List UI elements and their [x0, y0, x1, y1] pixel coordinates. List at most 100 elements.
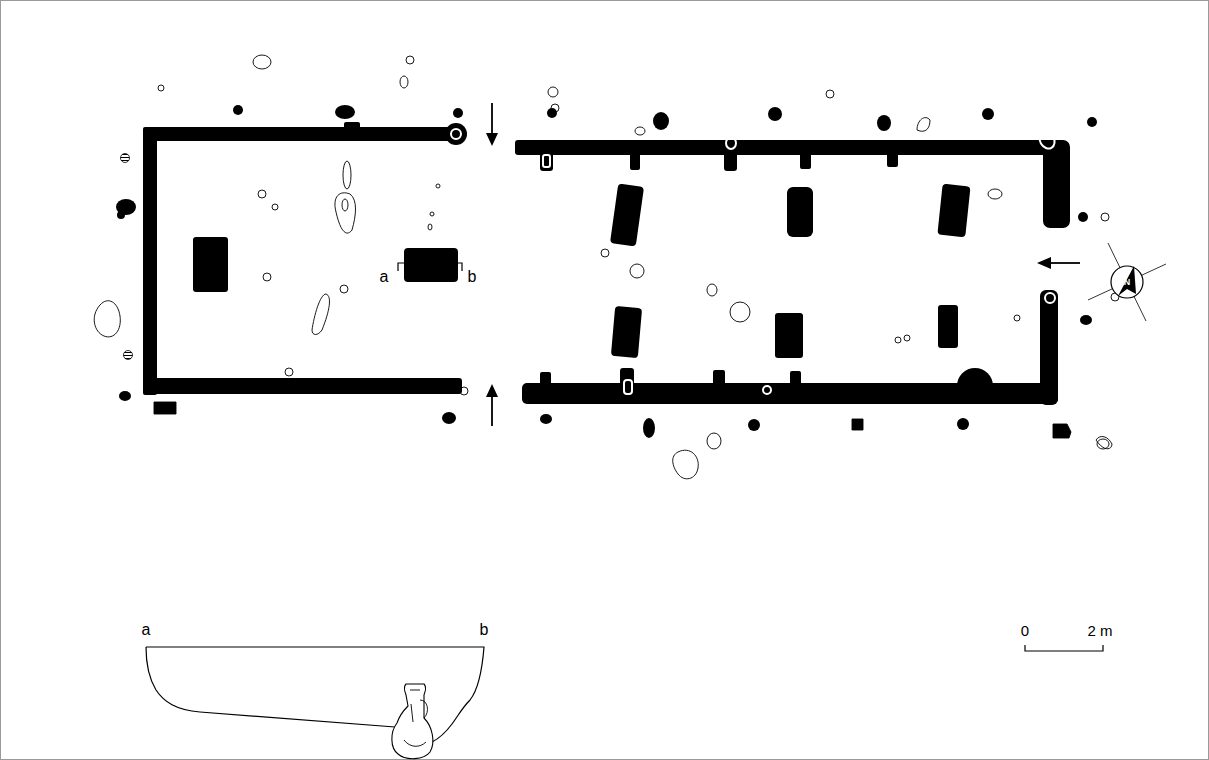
entrance-arrow — [491, 394, 493, 426]
pit — [406, 56, 414, 64]
entrance-arrow — [1037, 257, 1051, 269]
north-label: N — [1124, 278, 1131, 287]
wall-stub — [800, 150, 811, 169]
post-hole — [442, 412, 456, 424]
wall-trench — [148, 378, 462, 394]
pit — [400, 76, 408, 88]
wall-stub — [713, 370, 725, 388]
post-hole — [726, 137, 736, 149]
pit — [826, 90, 834, 98]
entrance-arrow — [486, 384, 498, 397]
section-profile — [146, 647, 484, 742]
post-hole — [982, 108, 994, 120]
entrance-arrow — [486, 133, 498, 146]
pier-base — [404, 248, 458, 282]
compass-needle — [1118, 266, 1136, 296]
pit — [601, 249, 609, 257]
pit — [548, 87, 558, 97]
scale-bar — [1025, 645, 1103, 651]
pit — [635, 127, 645, 135]
pier-base — [787, 187, 813, 237]
feature — [673, 450, 699, 479]
post-hole — [335, 105, 355, 119]
north-arrow — [1088, 243, 1166, 321]
pier-base — [193, 237, 228, 292]
post-hole — [1087, 117, 1097, 127]
pit — [1101, 213, 1109, 221]
compass-circle — [1111, 266, 1143, 298]
pier-base — [938, 305, 958, 348]
feature — [335, 193, 356, 233]
post-hole — [540, 414, 552, 424]
section-line — [398, 263, 462, 271]
wall-trenches — [143, 122, 1070, 405]
wall-stub — [724, 150, 737, 171]
post-hole — [1045, 293, 1055, 303]
pit — [343, 161, 351, 189]
post-hole — [643, 418, 655, 438]
pit — [258, 190, 266, 198]
post-hole — [233, 105, 243, 115]
post-holes — [94, 40, 1119, 479]
pit — [428, 224, 432, 230]
pier-base — [937, 184, 970, 238]
pit — [988, 189, 1002, 199]
feature — [1096, 437, 1112, 449]
wall-stub — [540, 372, 551, 388]
section-label: b — [468, 269, 477, 285]
pit — [630, 264, 644, 278]
pit — [904, 335, 910, 341]
pit — [285, 368, 293, 376]
post-hole — [1078, 212, 1088, 222]
jug — [392, 684, 433, 759]
entrance-arrows — [486, 103, 1080, 426]
post-hole — [624, 380, 632, 394]
wall-trench — [1043, 140, 1070, 228]
wall-trench — [957, 368, 993, 404]
entrance-arrow — [1048, 262, 1080, 264]
pit — [272, 204, 278, 210]
section-label: a — [142, 622, 151, 638]
feature — [312, 294, 329, 335]
section-label: b — [480, 622, 489, 638]
pit — [551, 104, 559, 112]
pit — [158, 85, 164, 91]
post-hole — [653, 112, 669, 130]
post-hole — [877, 115, 891, 131]
pit — [707, 433, 721, 449]
section-label: a — [380, 269, 389, 285]
feature — [852, 419, 863, 430]
pit — [460, 387, 468, 395]
pit — [436, 184, 440, 188]
post-holes-in-wall — [451, 129, 1058, 394]
post-hole — [445, 123, 467, 145]
wall-stub — [790, 371, 801, 387]
post-hole — [124, 351, 133, 360]
pit — [430, 212, 434, 216]
pit — [895, 337, 901, 343]
pit — [263, 273, 271, 281]
compass-line — [1088, 264, 1166, 300]
post-hole — [543, 155, 550, 167]
post-hole — [763, 386, 771, 394]
post-hole — [1080, 315, 1092, 325]
pier-base — [775, 313, 803, 358]
scale-label: 2 m — [1087, 623, 1112, 638]
post-hole — [121, 154, 130, 163]
wall-trench — [143, 127, 157, 395]
post-hole — [453, 108, 463, 118]
pit — [253, 55, 271, 69]
wall-trench — [344, 122, 360, 130]
wall-stub — [630, 150, 640, 170]
feature — [154, 402, 176, 414]
post-hole — [957, 418, 969, 430]
wall-stub — [540, 150, 553, 171]
feature — [1053, 424, 1071, 438]
post-hole — [117, 211, 125, 219]
jug-detail — [404, 690, 427, 746]
pit — [342, 199, 348, 211]
feature — [94, 301, 120, 337]
post-hole — [119, 391, 131, 401]
